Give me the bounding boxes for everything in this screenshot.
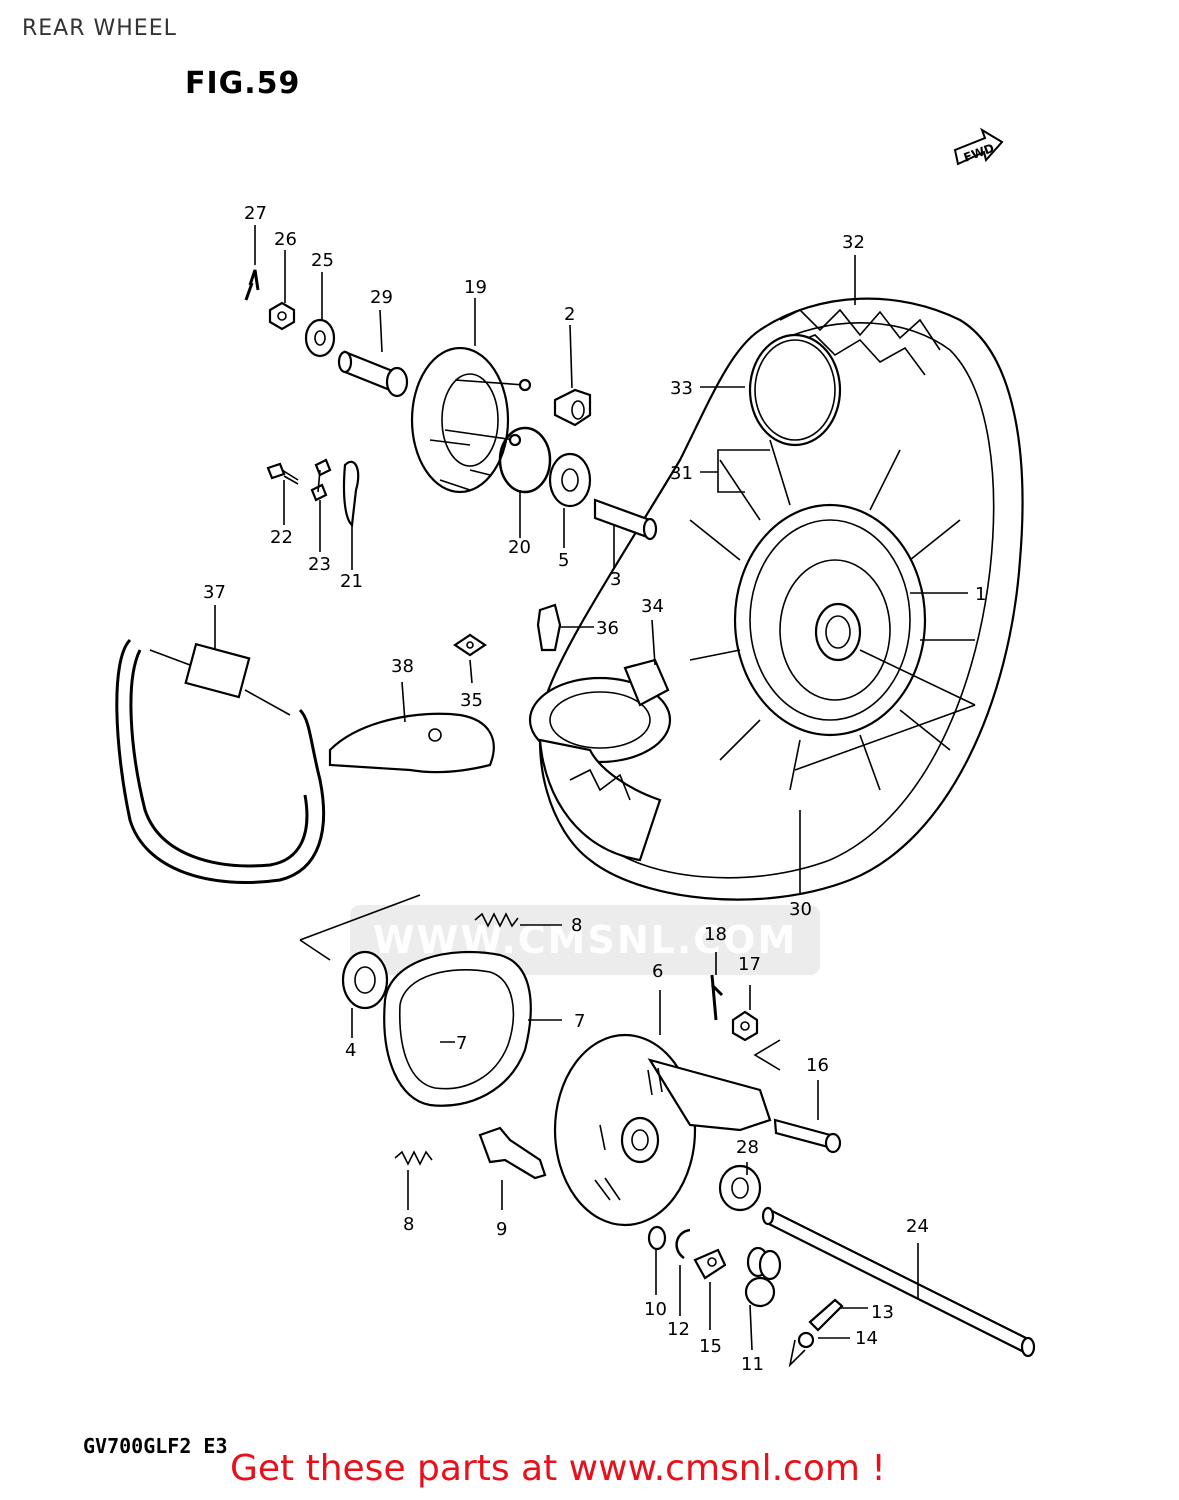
tube-34 bbox=[623, 658, 670, 707]
page-title: REAR WHEEL bbox=[22, 16, 177, 41]
brake-panel-6 bbox=[553, 1033, 772, 1227]
nut-14 bbox=[797, 1331, 815, 1349]
callout-8-upper: 8 bbox=[571, 915, 582, 936]
callout-12: 12 bbox=[667, 1319, 690, 1340]
washer-25 bbox=[304, 318, 336, 358]
callout-14: 14 bbox=[855, 1328, 878, 1349]
callout-17: 17 bbox=[738, 954, 761, 975]
bolt-13 bbox=[808, 1298, 844, 1332]
plate-15 bbox=[693, 1248, 727, 1280]
damper-2 bbox=[553, 388, 592, 427]
wheel-hub bbox=[689, 439, 975, 791]
callout-35: 35 bbox=[460, 690, 483, 711]
callout-7-inner: 7 bbox=[456, 1033, 467, 1054]
callout-21: 21 bbox=[340, 571, 363, 592]
o-ring-20 bbox=[498, 426, 552, 494]
callout-8-lower: 8 bbox=[403, 1214, 414, 1235]
callout-36: 36 bbox=[596, 618, 619, 639]
callout-37: 37 bbox=[203, 582, 226, 603]
callout-23: 23 bbox=[308, 554, 331, 575]
callout-13: 13 bbox=[871, 1302, 894, 1323]
cam-9 bbox=[478, 1126, 547, 1180]
tire-cross-section bbox=[528, 676, 672, 862]
rim-tape bbox=[748, 333, 842, 447]
valve-cap-36 bbox=[536, 603, 562, 652]
adjuster-11 bbox=[744, 1246, 782, 1308]
spacer-28 bbox=[718, 1164, 762, 1212]
nut-26 bbox=[268, 301, 296, 331]
callout-19: 19 bbox=[464, 277, 487, 298]
bolt-16 bbox=[773, 1118, 842, 1154]
model-code: GV700GLF2 E3 bbox=[83, 1434, 228, 1458]
lock-washer-23 bbox=[310, 458, 332, 502]
callout-3: 3 bbox=[610, 569, 621, 590]
callout-18: 18 bbox=[704, 924, 727, 945]
spring-8-lower bbox=[394, 1150, 433, 1166]
callout-6: 6 bbox=[652, 961, 663, 982]
callout-9: 9 bbox=[496, 1219, 507, 1240]
cotter-pin-18 bbox=[710, 974, 724, 1021]
bolt-22 bbox=[266, 462, 299, 485]
bearing-4 bbox=[341, 950, 389, 1010]
chain-guard-37 bbox=[115, 638, 326, 884]
callout-1: 1 bbox=[975, 584, 986, 605]
callout-20: 20 bbox=[508, 537, 531, 558]
promo-link[interactable]: Get these parts at www.cmsnl.com ! bbox=[230, 1448, 886, 1489]
callout-26: 26 bbox=[274, 229, 297, 250]
axle-24 bbox=[761, 1206, 1036, 1358]
spacer-29 bbox=[337, 350, 409, 398]
bearing-5 bbox=[548, 452, 592, 508]
leader-lines bbox=[214, 225, 976, 1368]
callout-27: 27 bbox=[244, 203, 267, 224]
callout-7-right: 7 bbox=[574, 1011, 585, 1032]
callout-16: 16 bbox=[806, 1055, 829, 1076]
callout-22: 22 bbox=[270, 527, 293, 548]
nut-17 bbox=[731, 1010, 759, 1042]
fwd-arrow-icon: FWD bbox=[953, 127, 1004, 166]
circlip-12 bbox=[675, 1228, 691, 1260]
callout-28: 28 bbox=[736, 1137, 759, 1158]
cover-38 bbox=[328, 712, 495, 774]
clip-35 bbox=[453, 633, 487, 657]
callout-5: 5 bbox=[558, 550, 569, 571]
callout-30: 30 bbox=[789, 899, 812, 920]
brake-shoe-7 bbox=[383, 950, 532, 1107]
figure-label: FIG.59 bbox=[185, 66, 301, 101]
callout-11: 11 bbox=[741, 1354, 764, 1375]
callout-25: 25 bbox=[311, 250, 334, 271]
callout-24: 24 bbox=[906, 1216, 929, 1237]
callout-29: 29 bbox=[370, 287, 393, 308]
spacer-3 bbox=[593, 498, 658, 541]
callout-labels: 27 26 25 29 19 2 32 33 31 1 22 23 21 20 … bbox=[203, 203, 986, 1375]
callout-38: 38 bbox=[391, 656, 414, 677]
callout-10: 10 bbox=[644, 1299, 667, 1320]
plate-21 bbox=[342, 460, 360, 528]
cotter-pin-27 bbox=[244, 269, 260, 301]
callout-34: 34 bbox=[641, 596, 664, 617]
spring-8-upper bbox=[474, 912, 519, 928]
sprocket-drum-19 bbox=[410, 346, 532, 494]
callout-15: 15 bbox=[699, 1336, 722, 1357]
callout-33: 33 bbox=[670, 378, 693, 399]
callout-32: 32 bbox=[842, 232, 865, 253]
washer-10 bbox=[647, 1225, 667, 1251]
callout-4: 4 bbox=[345, 1040, 356, 1061]
callout-31: 31 bbox=[670, 463, 693, 484]
callout-2: 2 bbox=[564, 304, 575, 325]
